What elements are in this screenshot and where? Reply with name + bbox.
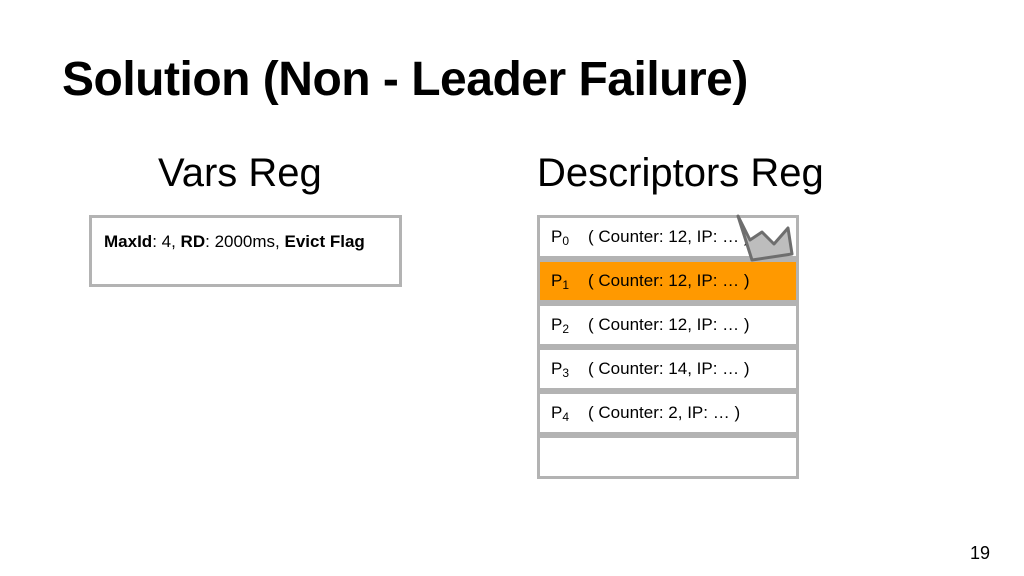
descriptor-info: ( Counter: 14, IP: … ) bbox=[588, 359, 750, 378]
process-id: P2 bbox=[551, 315, 570, 336]
descriptors-reg-heading: Descriptors Reg bbox=[537, 151, 824, 195]
field-label-evict-flag: Evict Flag bbox=[284, 232, 365, 251]
vars-reg-content: MaxId: 4, RD: 2000ms, Evict Flag bbox=[104, 230, 387, 254]
vars-reg-box: MaxId: 4, RD: 2000ms, Evict Flag bbox=[89, 215, 402, 287]
page-number: 19 bbox=[969, 543, 990, 563]
field-value-maxid: 4, bbox=[161, 232, 181, 251]
descriptor-row-p2: P2 ( Counter: 12, IP: … ) bbox=[537, 303, 799, 347]
crown-icon bbox=[736, 214, 794, 262]
field-label-maxid: MaxId bbox=[104, 232, 153, 251]
process-id: P3 bbox=[551, 359, 570, 380]
descriptor-row-p4: P4 ( Counter: 2, IP: … ) bbox=[537, 391, 799, 435]
descriptors-reg-list: P0 ( Counter: 12, IP: … ) P1 ( Counter: … bbox=[537, 215, 799, 479]
descriptor-info: ( Counter: 12, IP: … ) bbox=[588, 227, 750, 246]
descriptor-row-empty bbox=[537, 435, 799, 479]
slide-title: Solution (Non - Leader Failure) bbox=[62, 53, 748, 106]
descriptor-row-p1: P1 ( Counter: 12, IP: … ) bbox=[537, 259, 799, 303]
field-label-rd: RD bbox=[180, 232, 206, 251]
process-id: P4 bbox=[551, 403, 570, 424]
descriptor-row-p3: P3 ( Counter: 14, IP: … ) bbox=[537, 347, 799, 391]
descriptor-info: ( Counter: 12, IP: … ) bbox=[588, 315, 750, 334]
process-id: P0 bbox=[551, 227, 570, 248]
field-sep: : bbox=[205, 232, 215, 251]
process-id: P1 bbox=[551, 271, 570, 292]
field-value-rd: 2000ms, bbox=[214, 232, 285, 251]
vars-reg-heading: Vars Reg bbox=[158, 151, 322, 195]
descriptor-info: ( Counter: 2, IP: … ) bbox=[588, 403, 741, 422]
descriptor-info: ( Counter: 12, IP: … ) bbox=[588, 271, 750, 290]
field-sep: : bbox=[152, 232, 162, 251]
